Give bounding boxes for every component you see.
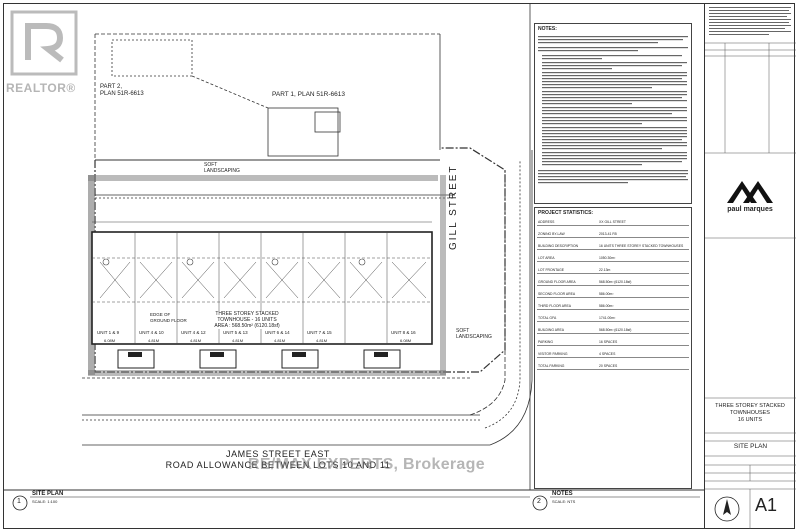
notes-text-lines xyxy=(538,36,688,184)
stats-row-label: GROUND FLOOR AREA xyxy=(538,280,576,284)
stats-row-label: TOTAL GFA xyxy=(538,316,557,320)
stats-row-label: LOT AREA xyxy=(538,256,555,260)
unit-label: UNIT 1 & 9 xyxy=(97,330,120,335)
gill-street-label: GILL STREET xyxy=(448,164,459,250)
stats-row: SECOND FLOOR AREA 586.00m² xyxy=(537,292,689,298)
stats-row: ADDRESS XX GILL STREET xyxy=(537,220,689,226)
stats-row-label: ZONING BY-LAW xyxy=(538,232,565,236)
stats-row-label: THIRD FLOOR AREA xyxy=(538,304,571,308)
title-block: paul marques THREE STOREY STACKED TOWNHO… xyxy=(704,3,796,529)
stats-row: TOTAL GFA 1741.00m² xyxy=(537,316,689,322)
site-plan-bubble-number: 1 xyxy=(17,498,21,505)
stats-row-label: VISITOR PARKING xyxy=(538,352,568,356)
notes-bubble-number: 2 xyxy=(537,498,541,505)
stats-row-label: TOTAL PARKING xyxy=(538,364,565,368)
stats-row: PARKING 16 SPACES xyxy=(537,340,689,346)
stats-row-value: 586.00m² xyxy=(599,292,614,296)
site-plan-title: SITE PLAN xyxy=(32,491,64,497)
part2-line2: PLAN 51R-6613 xyxy=(100,91,144,97)
stats-row-label: PARKING xyxy=(538,340,554,344)
building-label-line1: THREE STOREY STACKED xyxy=(215,311,279,317)
project-title: THREE STOREY STACKED TOWNHOUSES 16 UNITS xyxy=(707,403,793,424)
stats-row: ZONING BY-LAW 2013-41 R5 xyxy=(537,232,689,238)
unit-label: UNIT 5 & 13 xyxy=(223,330,248,335)
notes-title: NOTES xyxy=(552,491,573,497)
edge-of-floor-line1: EDGE OF xyxy=(150,312,171,317)
unit-label: UNIT 6 & 14 xyxy=(265,330,290,335)
dimension-label: 6.08M xyxy=(104,338,116,343)
brokerage-watermark: RE/MAX EXPERTS, Brokerage xyxy=(248,456,485,473)
james-street-line1: JAMES STREET EAST xyxy=(225,449,331,459)
dimension-label: 4.81M xyxy=(274,338,286,343)
james-street-line2: ROAD ALLOWANCE BETWEEN LOTS 10 AND 11 xyxy=(165,460,391,470)
stats-row-value: 16 UNITS THREE STOREY STACKED TOWNHOUSES xyxy=(599,244,684,248)
realtor-watermark-text: REALTOR® xyxy=(6,81,76,95)
realtor-logo-icon xyxy=(10,10,78,76)
part1-label: PART 1, PLAN 51R-6613 xyxy=(272,91,345,98)
unit-label: UNIT 8 & 16 xyxy=(391,330,416,335)
edge-of-floor-label: EDGE OF GROUND FLOOR xyxy=(150,312,187,323)
dimension-label: 4.81M xyxy=(316,338,328,343)
stats-row: BUILDING AREA 568.50m² (6120.18sf) xyxy=(537,328,689,334)
stats-row-value: 4 SPACES xyxy=(599,352,616,356)
stats-row: TOTAL PARKING 20 SPACES xyxy=(537,364,689,370)
stats-row-value: 1741.00m² xyxy=(599,316,616,320)
firm-logo-icon xyxy=(727,181,773,203)
notes-heading: NOTES: xyxy=(538,26,557,32)
unit-label: UNIT 4 & 12 xyxy=(181,330,206,335)
stats-row-label: SECOND FLOOR AREA xyxy=(538,292,576,296)
stats-row: LOT AREA 1050.30m² xyxy=(537,256,689,262)
stats-row: GROUND FLOOR AREA 568.50m² (6120.18sf) xyxy=(537,280,689,286)
project-statistics-panel: PROJECT STATISTICS: ADDRESS XX GILL STREE… xyxy=(534,207,692,489)
stats-row: THIRD FLOOR AREA 586.00m² xyxy=(537,304,689,310)
stats-row-value: XX GILL STREET xyxy=(599,220,627,224)
building-label: THREE STOREY STACKED TOWNHOUSE - 16 UNIT… xyxy=(206,311,288,329)
dimension-label: 6.08M xyxy=(400,338,412,343)
soft-landscaping-right: SOFT LANDSCAPING xyxy=(456,328,492,340)
site-plan-scale: SCALE: 1:100 xyxy=(32,499,58,504)
part2-label: PART 2, PLAN 51R-6613 xyxy=(100,84,144,98)
building-label-line2: TOWNHOUSE - 16 UNITS xyxy=(217,317,277,323)
building-label-line3: AREA : 568.50m² (6120.18sf) xyxy=(214,323,280,329)
stats-row-value: 568.50m² (6120.18sf) xyxy=(599,328,632,332)
stats-row-value: 568.50m² (6120.18sf) xyxy=(599,280,632,284)
project-title-line2: TOWNHOUSES xyxy=(730,410,770,416)
part2-line1: PART 2, xyxy=(100,84,123,90)
unit-label: UNIT 4 & 10 xyxy=(139,330,164,335)
stats-row-value: 586.00m² xyxy=(599,304,614,308)
unit-label: UNIT 7 & 15 xyxy=(307,330,332,335)
stats-row-value: 2013-41 R5 xyxy=(599,232,617,236)
stats-row-value: 16 SPACES xyxy=(599,340,618,344)
realtor-watermark: REALTOR® xyxy=(6,8,82,95)
stats-row-label: BUILDING DESCRIPTION xyxy=(538,244,579,248)
stats-row-value: 20 SPACES xyxy=(599,364,618,368)
stats-heading: PROJECT STATISTICS: xyxy=(538,210,594,216)
project-title-line1: THREE STOREY STACKED xyxy=(715,403,785,409)
stats-row-value: 1050.30m² xyxy=(599,256,616,260)
notes-scale: SCALE: NTS xyxy=(552,499,576,504)
stats-row: LOT FRONTAGE 22.13m xyxy=(537,268,689,274)
stats-row-label: LOT FRONTAGE xyxy=(538,268,565,272)
soft-landscaping-top: SOFT LANDSCAPING xyxy=(204,162,240,174)
stats-row: VISITOR PARKING 4 SPACES xyxy=(537,352,689,358)
stats-row-label: BUILDING AREA xyxy=(538,328,565,332)
stats-row-value: 22.13m xyxy=(599,268,611,272)
dimension-label: 4.81M xyxy=(190,338,202,343)
dimension-label: 4.81M xyxy=(232,338,244,343)
stats-row-label: ADDRESS xyxy=(538,220,555,224)
james-street-label: JAMES STREET EAST ROAD ALLOWANCE BETWEEN… xyxy=(128,449,428,471)
firm-name: paul marques xyxy=(727,206,773,213)
title-block-lines xyxy=(705,7,796,529)
edge-of-floor-line2: GROUND FLOOR xyxy=(150,317,187,323)
stats-row: BUILDING DESCRIPTION 16 UNITS THREE STORE… xyxy=(537,244,689,250)
dimension-label: 4.81M xyxy=(148,338,160,343)
notes-panel: NOTES: xyxy=(534,23,692,204)
drawing-title: SITE PLAN xyxy=(733,443,768,450)
sheet-number: A1 xyxy=(755,495,778,515)
project-title-line3: 16 UNITS xyxy=(737,417,763,423)
